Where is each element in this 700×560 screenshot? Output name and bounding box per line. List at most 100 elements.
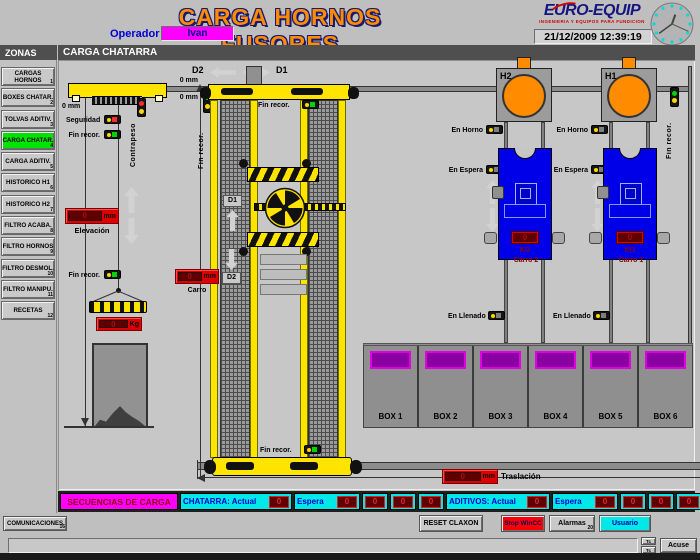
sidebar-item-label: FILTRO MANIPU. [3, 285, 53, 293]
comunicaciones-num: 16 [59, 524, 65, 530]
sidebar-item-num: 3 [50, 121, 53, 128]
page-title: CARGA HORNOS FUSORES [178, 4, 382, 57]
seguridad-label: Seguridad [66, 117, 101, 124]
aditivos-espera-tile-1: 0 [620, 493, 646, 510]
d2-label: D2 [192, 65, 204, 75]
box-label: BOX 5 [598, 412, 623, 421]
main-title: CARGA CHATARRA [58, 45, 695, 60]
logo: EURO-EQUIP INGENIERIA Y EQUIPOS PARA FUN… [534, 0, 650, 28]
sidebar-item-num: 10 [47, 270, 53, 277]
tower-slot [260, 284, 307, 295]
comunicaciones-button[interactable]: COMUNICACIONES 16 [3, 516, 67, 531]
carro-label: Carro [187, 287, 207, 294]
tower-fin-recor-top-label: Fin recor. [258, 102, 290, 109]
tower-fin-recor-top-led [302, 100, 319, 109]
sidebar-item-label: FILTRO DESMOL. [2, 264, 54, 272]
tower-slot [260, 269, 307, 280]
tower-post [250, 100, 258, 458]
en-horno-led [486, 125, 503, 134]
sidebar-item-num: 7 [50, 206, 53, 213]
carriage-end-cap [350, 460, 362, 474]
usuario-button[interactable]: Usuario [599, 515, 651, 532]
sidebar-item-carga-chatar[interactable]: CARGA CHATAR.4 [1, 130, 55, 150]
tower-position2-label: 0 mm [179, 94, 198, 101]
chatarra-espera-value-2: 0 [393, 495, 413, 508]
elevacion-unit: mm [103, 212, 116, 220]
seguridad-led [104, 115, 121, 124]
scrap-box-box-4: BOX 4 [529, 346, 584, 427]
d2-mid-label: D2 [222, 272, 241, 284]
en-llenado-label: En Llenado [553, 313, 591, 320]
chatarra-espera-tile-1: 0 [362, 493, 388, 510]
crane-fin-recor-led [104, 130, 121, 139]
sidebar-title: ZONAS [0, 45, 57, 60]
box-door [645, 351, 686, 369]
furnace-id: H1 [605, 71, 617, 81]
operator-field[interactable]: Ivan [161, 26, 234, 41]
cesta-weight-display: 0 [511, 231, 539, 244]
cesta-weight-value: 0 [618, 233, 642, 242]
sequence-bar: SECUENCIAS DE CARGA CHATARRA: Actual 0 E… [58, 491, 700, 512]
carriage-end-cap [204, 460, 216, 474]
carriage-motor [290, 462, 318, 470]
alarmas-button[interactable]: Alarmas 20 [549, 515, 595, 532]
cesta-bracket [589, 232, 602, 244]
measure-arrowhead [81, 418, 89, 426]
sidebar-item-filtro-acaba[interactable]: FILTRO ACABA.8 [1, 216, 55, 236]
elevacion-label: Elevación [74, 226, 110, 235]
sidebar-item-label: RECETAS [13, 307, 43, 315]
stop-wincc-button[interactable]: Stop WinCC [501, 515, 545, 532]
datetime-display: 21/12/2009 12:39:19 [534, 29, 652, 44]
elevacion-value: 0 [68, 211, 102, 221]
sidebar-item-filtro-manipu[interactable]: FILTRO MANIPU.11 [1, 279, 55, 299]
tc-top-button[interactable]: Tc [641, 537, 656, 545]
tower-pedestal [246, 66, 262, 85]
sidebar-item-filtro-desmol[interactable]: FILTRO DESMOL.10 [1, 258, 55, 278]
sidebar-item-num: 5 [50, 164, 53, 171]
aditivos-actual-value: 0 [527, 495, 547, 508]
traslacion-unit: mm [482, 473, 495, 480]
scrap-box-box-3: BOX 3 [474, 346, 529, 427]
box-door [425, 351, 466, 369]
traslacion-display: 0 mm [442, 469, 498, 484]
sidebar-item-num: 1 [50, 79, 53, 85]
chatarra-espera-value-0: 0 [337, 495, 357, 508]
scrap-pit [92, 343, 148, 428]
sidebar-item-num: 12 [47, 313, 53, 320]
acuse-button[interactable]: Acuse [660, 538, 697, 553]
alarm-message-line [8, 538, 638, 553]
chatarra-actual-tile: CHATARRA: Actual 0 [180, 493, 292, 510]
up-arrow-icon [124, 187, 139, 213]
beam-motor [221, 88, 253, 95]
magnet-slings [91, 290, 145, 303]
diagram: 0 mm Seguridad Fin recor. Contrapeso 0 m… [58, 57, 700, 490]
beam-motor [291, 88, 323, 95]
sidebar-item-carga-aditiv[interactable]: CARGA ADITIV.5 [1, 152, 55, 172]
trolley-signal-light [137, 98, 146, 117]
sidebar-item-label: HISTORICO H1 [6, 179, 50, 187]
magnet-hook-point [116, 288, 121, 293]
crane-fin-recor2-label: Fin recor. [68, 272, 100, 279]
aditivos-espera-tile: Espera 0 [552, 493, 618, 510]
sidebar-item-num: 2 [50, 100, 53, 107]
cesta-window [515, 183, 537, 205]
chatarra-espera-value-3: 0 [421, 495, 441, 508]
sidebar-item-num: 9 [50, 249, 53, 256]
left-arrow-icon [210, 67, 236, 78]
sidebar-item-tolvas-aditiv[interactable]: TOLVAS ADITIV.3 [1, 109, 55, 129]
magnet-spreader [89, 301, 147, 313]
elevacion-display: 0 mm [65, 208, 119, 224]
sidebar-item-num: 11 [47, 291, 53, 298]
sidebar-item-boxes-chatar[interactable]: BOXES CHATAR.2 [1, 88, 55, 108]
box-label: BOX 4 [543, 412, 568, 421]
en-llenado-led [593, 311, 610, 320]
sidebar-item-recetas[interactable]: RECETAS 12 [1, 301, 55, 321]
cesta-notch [514, 148, 536, 159]
furnace-body: H2 [496, 68, 552, 122]
reset-claxon-button[interactable]: RESET CLAXON [419, 515, 483, 532]
